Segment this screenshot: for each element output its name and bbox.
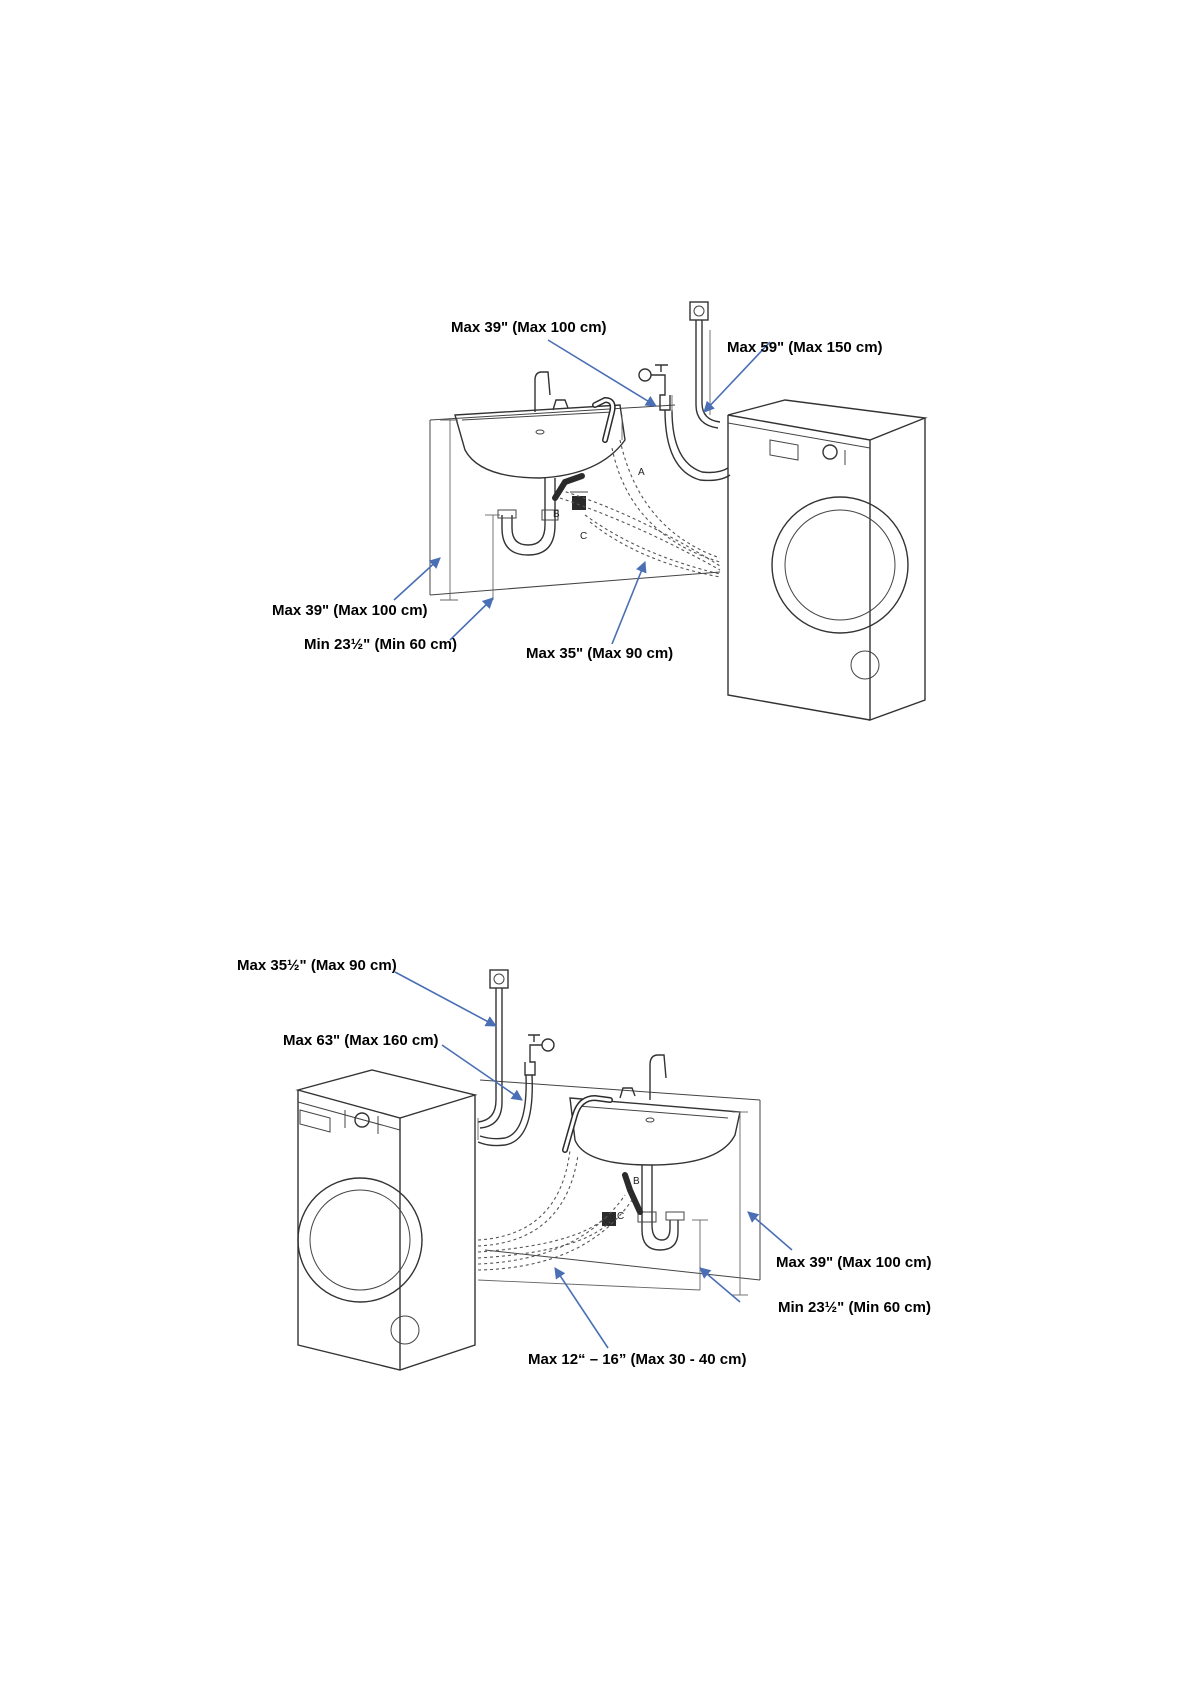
- power-outlet: [478, 970, 508, 1128]
- power-outlet: [690, 302, 720, 428]
- label-power-cord-length: Max 35½" (Max 90 cm): [237, 958, 397, 973]
- label-drain-hose-length: Max 12“ – 16” (Max 30 - 40 cm): [528, 1352, 746, 1367]
- washing-machine: [298, 1070, 475, 1370]
- label-sink-height: Max 39" (Max 100 cm): [272, 603, 428, 618]
- diagram-2-drawing: [0, 950, 1192, 1370]
- label-sink-height: Max 39" (Max 100 cm): [776, 1255, 932, 1270]
- callout-arrows: [395, 972, 792, 1348]
- label-drain-hose-length: Max 35" (Max 90 cm): [526, 646, 673, 661]
- washing-machine: [728, 400, 925, 720]
- label-faucet-hose-length: Max 63" (Max 160 cm): [283, 1033, 439, 1048]
- hose-letter-b: B: [633, 1177, 640, 1187]
- label-faucet-hose-length: Max 39" (Max 100 cm): [451, 320, 607, 335]
- water-tap: [478, 1035, 554, 1146]
- drain-hose-b: [555, 476, 582, 498]
- label-power-cord-length: Max 59" (Max 150 cm): [727, 340, 883, 355]
- dimension-lines: [478, 1112, 748, 1295]
- hose-letter-c: C: [580, 532, 587, 542]
- installation-diagram-1: A B C Max 39" (Max 100 cm) Max 59" (Max …: [0, 300, 1192, 720]
- hose-letter-c: C: [617, 1212, 624, 1222]
- label-standpipe-min-height: Min 23½" (Min 60 cm): [778, 1300, 931, 1315]
- standpipe-c: [602, 1212, 616, 1226]
- water-tap: [639, 365, 730, 480]
- dimension-lines: [440, 330, 710, 600]
- hose-letter-b: B: [553, 510, 560, 520]
- hose-letter-a: A: [638, 468, 645, 478]
- installation-diagram-2: B C Max 35½" (Max 90 cm) Max 63" (Max 16…: [0, 950, 1192, 1370]
- sink: [570, 1055, 740, 1250]
- label-standpipe-min-height: Min 23½" (Min 60 cm): [304, 637, 457, 652]
